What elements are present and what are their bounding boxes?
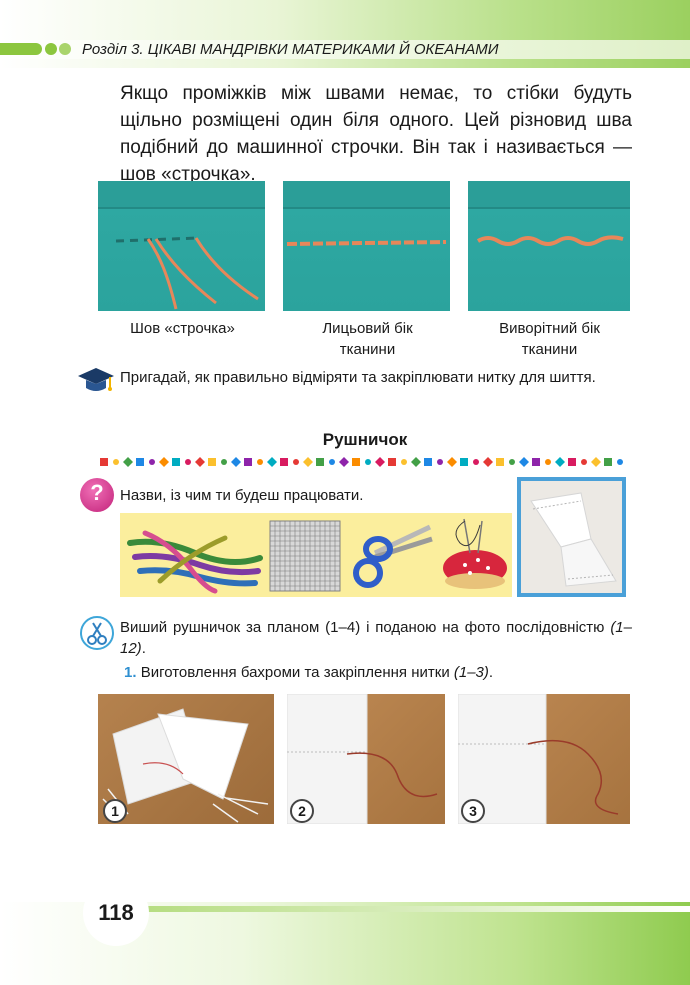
- bead: [185, 459, 191, 465]
- bead: [221, 459, 227, 465]
- bead: [447, 457, 457, 467]
- step-text: Виготовлення бахроми та закріплення нитк…: [140, 664, 450, 681]
- task-text: Виший рушничок за планом (1–4) і поданою…: [120, 617, 632, 659]
- bead: [581, 459, 587, 465]
- step-photo-1: [98, 694, 274, 824]
- bead: [473, 459, 479, 465]
- bead: [401, 459, 407, 465]
- bead: [303, 457, 313, 467]
- stitch-photo-3: [468, 181, 630, 311]
- bead: [365, 459, 371, 465]
- bead: [555, 457, 565, 467]
- header-accent-bar: [0, 43, 42, 55]
- scissors-icon: [353, 524, 433, 588]
- stitch-caption-3: Виворітний бік тканини: [499, 320, 600, 358]
- bead: [113, 459, 119, 465]
- bead: [244, 458, 252, 466]
- step-photo-2: [287, 694, 445, 824]
- page-number-circle: [83, 880, 149, 946]
- bead: [617, 459, 623, 465]
- intro-paragraph-block: Якщо проміжків між швами немає, то стібк…: [120, 80, 632, 188]
- header-dot: [45, 43, 57, 55]
- bead: [545, 459, 551, 465]
- graduation-cap-icon: [76, 366, 116, 394]
- pincushion-icon: [443, 518, 507, 589]
- intro-paragraph: Якщо проміжків між швами немає, то стібк…: [120, 83, 632, 185]
- step-photo-3: [458, 694, 630, 824]
- step-ref: (1–3): [453, 664, 489, 681]
- canvas-fabric-icon: [269, 520, 341, 592]
- bead: [257, 459, 263, 465]
- bead: [437, 459, 443, 465]
- chapter-title: ЦІКАВІ МАНДРІВКИ МАТЕРИКАМИ Й ОКЕАНАМИ: [147, 41, 499, 58]
- bead: [509, 459, 515, 465]
- bead: [568, 458, 576, 466]
- bead: [149, 459, 155, 465]
- chapter-label: Розділ 3.: [82, 41, 144, 58]
- bead: [267, 457, 277, 467]
- task-text-end: .: [141, 640, 146, 657]
- towel-photo: [517, 477, 626, 597]
- step-photo-3-number: 3: [461, 799, 485, 823]
- bead: [136, 458, 144, 466]
- header-strip: [0, 40, 690, 59]
- bead: [100, 458, 108, 466]
- question-text: Назви, із чим ти будеш працювати.: [120, 487, 364, 504]
- scissors-task-icon: [80, 616, 114, 650]
- bead: [159, 457, 169, 467]
- stitch-photo-1: [98, 181, 265, 311]
- bead: [591, 457, 601, 467]
- bead: [208, 458, 216, 466]
- bead: [172, 458, 180, 466]
- step-line: 1. Виготовлення бахроми та закріплення н…: [124, 662, 634, 683]
- bead: [316, 458, 324, 466]
- chapter-header: Розділ 3. ЦІКАВІ МАНДРІВКИ МАТЕРИКАМИ Й …: [82, 41, 498, 58]
- section-title: Рушничок: [322, 430, 408, 449]
- bead: [496, 458, 504, 466]
- bead: [231, 457, 241, 467]
- bead: [280, 458, 288, 466]
- bead: [519, 457, 529, 467]
- embroidery-threads-icon: [127, 530, 263, 594]
- step-number: 1.: [124, 664, 137, 681]
- bead: [424, 458, 432, 466]
- step-photo-1-number: 1: [103, 799, 127, 823]
- bead: [532, 458, 540, 466]
- page-number: 118: [98, 900, 134, 925]
- bead: [352, 458, 360, 466]
- bead: [123, 457, 133, 467]
- question-icon: ?: [80, 478, 114, 512]
- stitch-caption-1: Шов «строчка»: [130, 320, 235, 337]
- bead: [195, 457, 205, 467]
- step-photo-2-number: 2: [290, 799, 314, 823]
- footer-line: [130, 906, 690, 912]
- stitch-caption-2: Лицьовий бік тканини: [322, 320, 413, 358]
- bead: [329, 459, 335, 465]
- bead: [339, 457, 349, 467]
- decorative-bead-row: [100, 457, 623, 467]
- bead: [604, 458, 612, 466]
- materials-illustration: [127, 518, 507, 594]
- bead: [293, 459, 299, 465]
- task-text-main: Виший рушничок за планом (1–4) і поданою…: [120, 619, 605, 636]
- step-end: .: [488, 664, 494, 681]
- reminder-text: Пригадай, як правильно відміряти та закр…: [120, 369, 596, 386]
- bead: [388, 458, 396, 466]
- bead: [460, 458, 468, 466]
- bead: [483, 457, 493, 467]
- stitch-photo-2: [283, 181, 450, 311]
- bead: [375, 457, 385, 467]
- header-dot: [59, 43, 71, 55]
- task-text-ref: (1–12): [120, 619, 632, 657]
- bead: [411, 457, 421, 467]
